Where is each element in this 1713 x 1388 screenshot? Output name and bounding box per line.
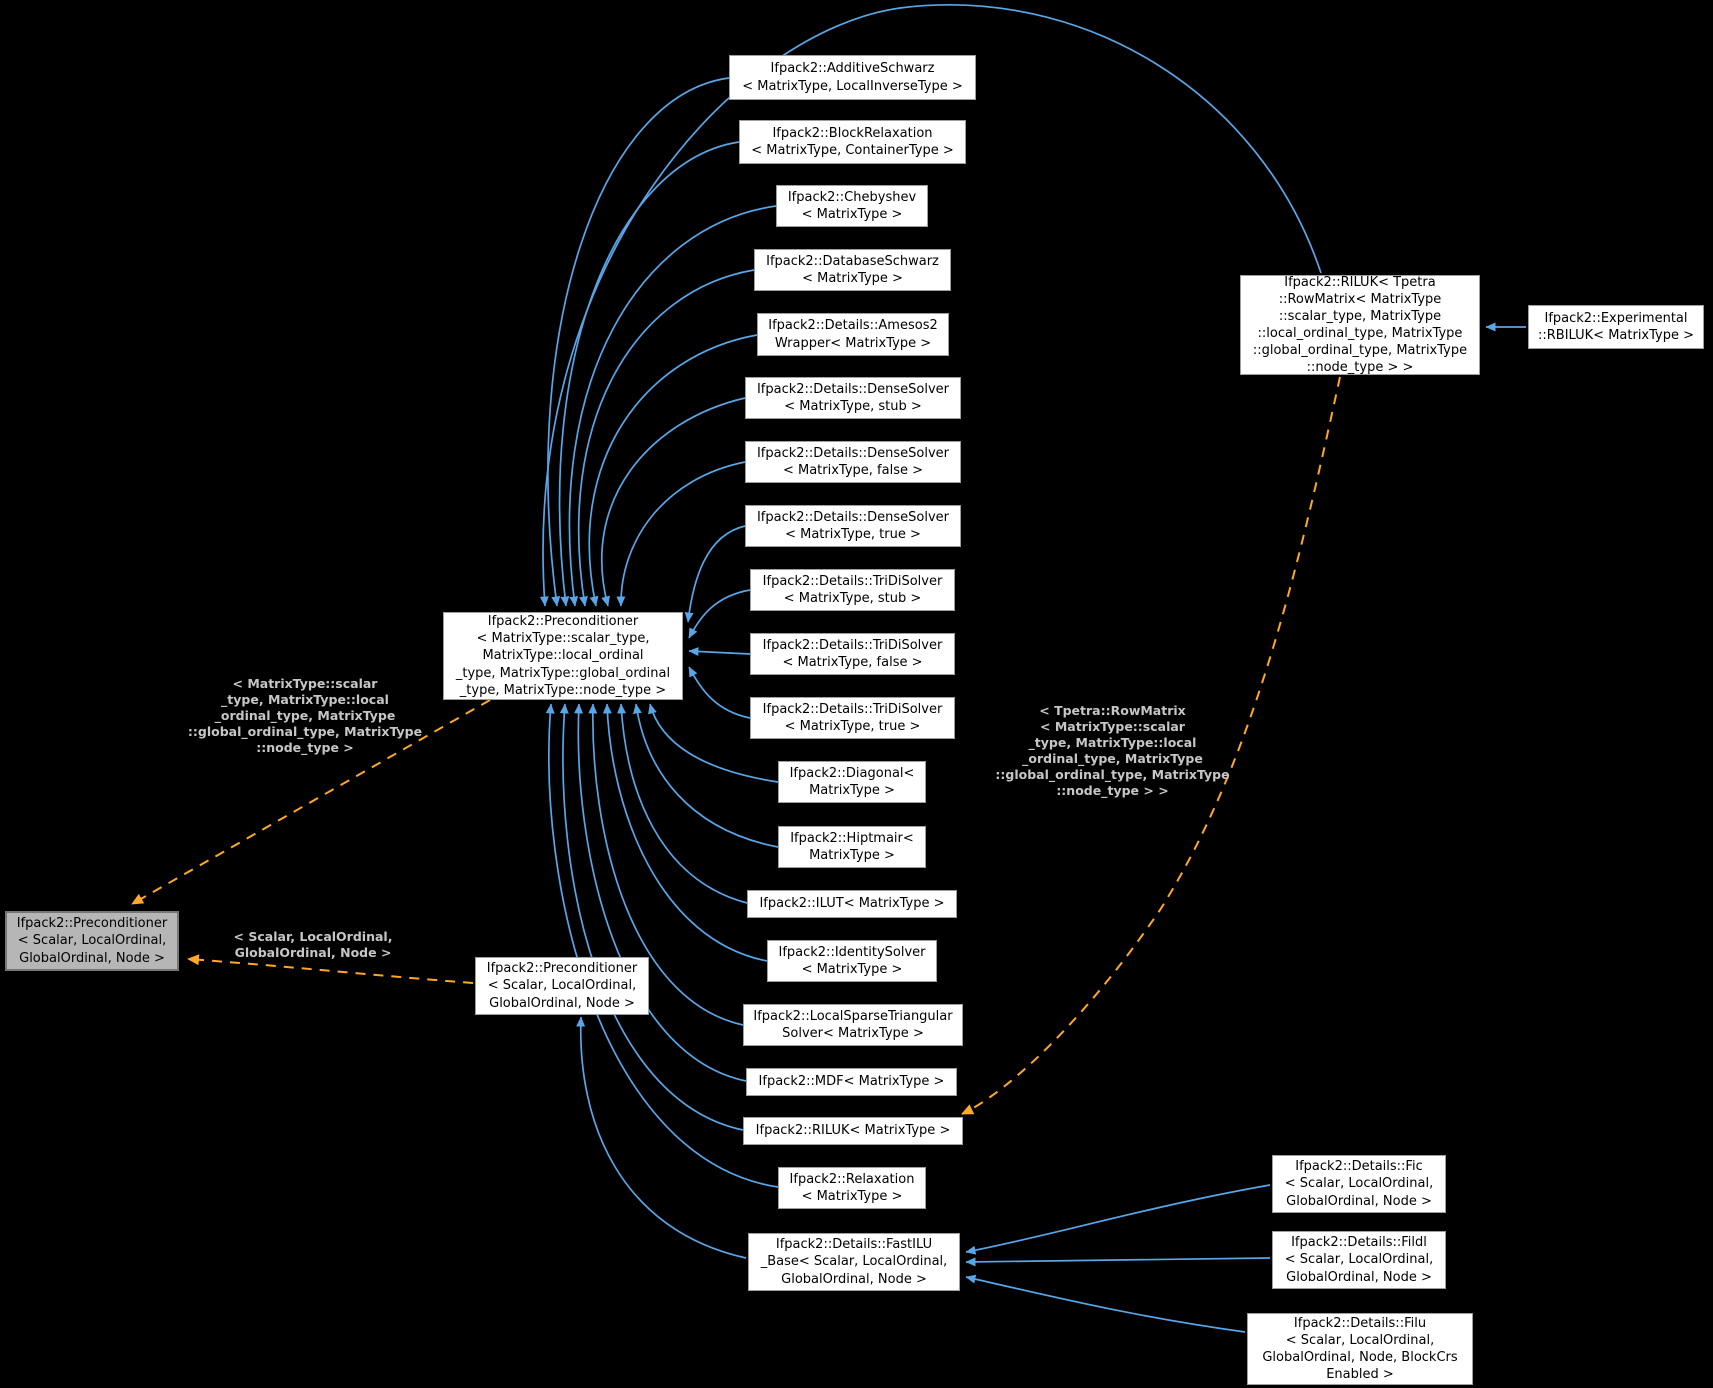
edge-amesos2-wrapper (588, 334, 758, 607)
node-riluk-tpetra-rowmatrix[interactable]: Ifpack2::RILUK< Tpetra ::RowMatrix< Matr… (1240, 275, 1480, 375)
edge-diagonal (648, 703, 779, 783)
node-identity-solver[interactable]: Ifpack2::IdentitySolver < MatrixType > (767, 940, 937, 982)
edge-fildl (965, 1257, 1271, 1267)
edge-tridi-solver-true (688, 666, 751, 719)
node-preconditioner-scalar[interactable]: Ifpack2::Preconditioner < Scalar, LocalO… (475, 957, 649, 1015)
node-tridi-solver-false[interactable]: Ifpack2::Details::TriDiSolver < MatrixTy… (750, 633, 955, 675)
node-preconditioner-matrixtype[interactable]: Ifpack2::Preconditioner < MatrixType::sc… (443, 612, 683, 700)
edge-identity-solver (602, 703, 768, 962)
edge-dense-solver-true (684, 525, 746, 623)
edge-template-precond-scalar-to-focal (187, 954, 474, 984)
edge-filu (965, 1274, 1246, 1333)
node-ilut[interactable]: Ifpack2::ILUT< MatrixType > (747, 890, 957, 918)
node-riluk-matrixtype[interactable]: Ifpack2::RILUK< MatrixType > (743, 1117, 963, 1145)
node-block-relaxation[interactable]: Ifpack2::BlockRelaxation < MatrixType, C… (739, 120, 966, 164)
node-relaxation[interactable]: Ifpack2::Relaxation < MatrixType > (778, 1167, 926, 1209)
edge-block-relaxation (558, 141, 740, 607)
node-dense-solver-false[interactable]: Ifpack2::Details::DenseSolver < MatrixTy… (745, 441, 961, 483)
edge-tridi-solver-stub (688, 589, 751, 639)
edge-hiptmair (632, 703, 779, 848)
edge-mdf (574, 703, 747, 1082)
edge-chebyshev (568, 205, 777, 607)
node-dense-solver-true[interactable]: Ifpack2::Details::DenseSolver < MatrixTy… (745, 505, 961, 547)
node-filu[interactable]: Ifpack2::Details::Filu < Scalar, LocalOr… (1247, 1313, 1473, 1385)
edge-riluk-matrixtype (559, 703, 744, 1131)
node-fic[interactable]: Ifpack2::Details::Fic < Scalar, LocalOrd… (1272, 1155, 1446, 1213)
node-additive-schwarz[interactable]: Ifpack2::AdditiveSchwarz < MatrixType, L… (729, 55, 976, 100)
node-chebyshev[interactable]: Ifpack2::Chebyshev < MatrixType > (776, 185, 928, 227)
edge-fic (965, 1184, 1271, 1255)
node-amesos2-wrapper[interactable]: Ifpack2::Details::Amesos2 Wrapper< Matri… (757, 313, 949, 356)
node-hiptmair[interactable]: Ifpack2::Hiptmair< MatrixType > (778, 826, 926, 868)
edge-dense-solver-false (616, 461, 746, 607)
edge-tridi-solver-false (688, 647, 751, 656)
node-dense-solver-stub[interactable]: Ifpack2::Details::DenseSolver < MatrixTy… (745, 377, 961, 419)
node-preconditioner-focal[interactable]: Ifpack2::Preconditioner < Scalar, LocalO… (5, 911, 179, 971)
node-rbiluk[interactable]: Ifpack2::Experimental ::RBILUK< MatrixTy… (1528, 305, 1704, 349)
node-tridi-solver-true[interactable]: Ifpack2::Details::TriDiSolver < MatrixTy… (750, 697, 955, 739)
edge-fastilu-to-precond-scalar (576, 1016, 747, 1259)
node-diagonal[interactable]: Ifpack2::Diagonal< MatrixType > (778, 761, 926, 803)
edge-dense-solver-stub (600, 397, 746, 607)
node-local-sparse-triangular-solver[interactable]: Ifpack2::LocalSparseTriangular Solver< M… (743, 1004, 963, 1046)
node-fildl[interactable]: Ifpack2::Details::Fildl < Scalar, LocalO… (1272, 1231, 1446, 1289)
edge-template-precond-matrixtype-to-focal (131, 699, 491, 905)
edge-additive-schwarz (547, 77, 730, 607)
node-mdf[interactable]: Ifpack2::MDF< MatrixType > (746, 1068, 957, 1096)
node-tridi-solver-stub[interactable]: Ifpack2::Details::TriDiSolver < MatrixTy… (750, 569, 955, 611)
edge-riluk-tpetra-to-preconditioner (539, 4, 1322, 607)
node-database-schwarz[interactable]: Ifpack2::DatabaseSchwarz < MatrixType > (754, 249, 951, 291)
edge-local-sparse-triangular (588, 703, 744, 1026)
edge-ilut (617, 703, 748, 904)
edge-database-schwarz (577, 269, 755, 607)
edge-template-riluk-tpetra-to-riluk (961, 376, 1341, 1115)
node-fastilu-base[interactable]: Ifpack2::Details::FastILU _Base< Scalar,… (748, 1233, 960, 1291)
